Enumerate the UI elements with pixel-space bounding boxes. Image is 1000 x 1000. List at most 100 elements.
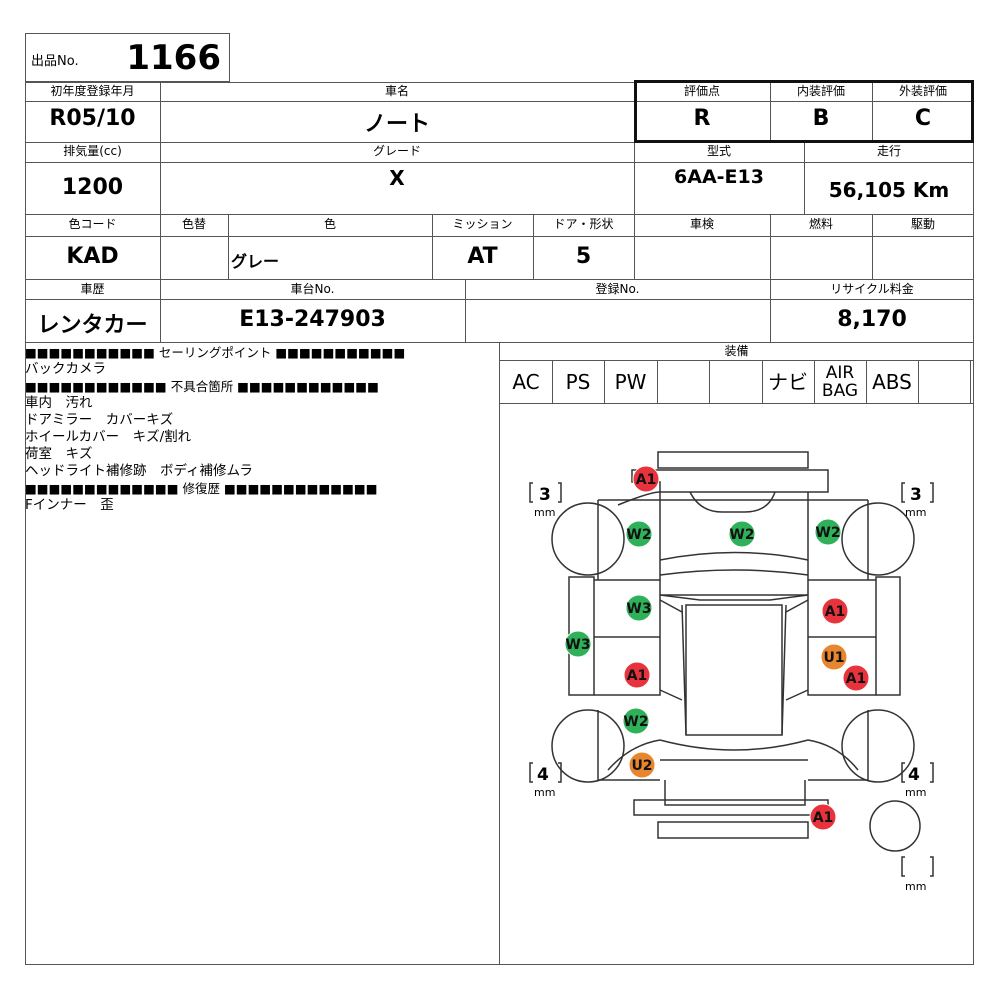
model-code-value: 6AA-E13 [674, 166, 764, 188]
damage-mark-u2: U2 [628, 751, 656, 779]
damage-mark-a1: A1 [809, 803, 837, 831]
header-exterior: 外装評価 [898, 84, 947, 98]
lot-box: 出品No. 1166 [25, 33, 230, 82]
damage-mark-a1: A1 [842, 664, 870, 692]
tire-tread-rear-left-value: 4 [537, 765, 549, 785]
header-color: 色 [323, 217, 336, 231]
header-model-code: 型式 [706, 144, 731, 158]
selling-points-header: ■■■■■■■■■■■ セーリングポイント ■■■■■■■■■■■ [25, 345, 406, 360]
tire-unit-front-left: mm [534, 506, 555, 519]
tire-unit-rear-left: mm [534, 786, 555, 799]
damage-mark-w2: W2 [625, 520, 653, 548]
damage-mark-w2: W2 [622, 707, 650, 735]
header-color-code: 色コード [68, 217, 117, 231]
exterior-value: C [914, 106, 932, 131]
tire-tread-rear-right [901, 762, 934, 783]
equipment-ac: AC [512, 370, 540, 394]
color-code-value: KAD [66, 244, 119, 269]
lot-number: 1166 [126, 38, 221, 78]
grade-value: X [389, 166, 405, 190]
header-displacement: 排気量(cc) [63, 144, 122, 158]
first-reg-value: R05/10 [49, 106, 136, 131]
recycle-fee-value: 8,170 [837, 307, 907, 332]
header-history: 車歴 [80, 282, 105, 296]
svg-text:U1: U1 [823, 650, 844, 666]
defect-item: ヘッドライト補修跡 ボディ補修ムラ [25, 463, 253, 479]
damage-mark-w3: W3 [625, 594, 653, 622]
tire-tread-front-left [529, 482, 562, 503]
equipment-navi: ナビ [768, 370, 808, 394]
header-fuel: 燃料 [808, 217, 833, 231]
header-mileage: 走行 [876, 144, 901, 158]
evaluation-box [634, 80, 974, 143]
header-grade: グレード [372, 144, 421, 158]
equipment-pw: PW [614, 370, 647, 394]
mileage-value: 56,105 Km [828, 178, 950, 202]
tire-tread-front-left-value: 3 [539, 485, 551, 505]
defect-item: ホイールカバー キズ/割れ [25, 429, 192, 445]
tire-tread-front-right [901, 482, 934, 503]
car-name-value: ノート [363, 112, 430, 137]
header-drive: 駆動 [910, 217, 935, 231]
damage-mark-w3: W3 [564, 630, 592, 658]
tire-tread-rear-right-value: 4 [908, 765, 920, 785]
svg-text:A1: A1 [825, 604, 846, 620]
svg-text:W3: W3 [565, 637, 590, 653]
defect-item: ドアミラー カバーキズ [25, 412, 174, 428]
header-first-reg: 初年度登録年月 [50, 84, 135, 98]
equipment-ps: PS [565, 370, 591, 394]
lot-label: 出品No. [31, 54, 79, 69]
header-repaint: 色替 [181, 217, 206, 231]
svg-text:W2: W2 [815, 525, 840, 541]
color-value: グレー [231, 252, 280, 271]
tire-unit-rear-right: mm [905, 786, 926, 799]
transmission-value: AT [467, 244, 498, 269]
equipment-empty-2 [709, 362, 762, 402]
header-equipment: 装備 [724, 344, 749, 358]
header-chassis-no: 車台No. [290, 282, 335, 296]
damage-mark-a1: A1 [623, 661, 651, 689]
equipment-empty-3 [918, 362, 970, 402]
header-doors: ドア・形状 [553, 217, 614, 231]
car-outline [551, 451, 921, 852]
svg-text:A1: A1 [813, 810, 834, 826]
damage-mark-u1: U1 [820, 643, 848, 671]
damage-mark-a1: A1 [821, 597, 849, 625]
svg-text:W2: W2 [626, 527, 651, 543]
header-inspection: 車検 [689, 217, 714, 231]
header-transmission: ミッション [452, 217, 513, 231]
chassis-no-value: E13-247903 [239, 307, 386, 332]
interior-value: B [812, 106, 830, 131]
defect-item: 車内 汚れ [25, 395, 93, 411]
damage-mark-a1: A1 [632, 465, 660, 493]
tire-tread-spare [901, 856, 934, 877]
header-reg-no: 登録No. [595, 282, 640, 296]
svg-text:W3: W3 [626, 601, 651, 617]
repair-history-header: ■■■■■■■■■■■■■ 修復歴 ■■■■■■■■■■■■■ [25, 481, 378, 496]
svg-text:W2: W2 [623, 714, 648, 730]
tire-tread-rear-left [529, 762, 562, 783]
tire-unit-front-right: mm [905, 506, 926, 519]
header-interior: 内装評価 [796, 84, 845, 98]
svg-text:W2: W2 [729, 527, 754, 543]
tire-unit-spare: mm [905, 880, 926, 893]
repair-item: Fインナー 歪 [25, 497, 114, 513]
equipment-abs: ABS [872, 370, 912, 394]
svg-text:A1: A1 [846, 671, 867, 687]
doors-value: 5 [575, 244, 592, 269]
svg-text:A1: A1 [636, 472, 657, 488]
header-car-name: 車名 [384, 84, 409, 98]
history-value: レンタカー [37, 313, 148, 338]
svg-text:A1: A1 [627, 668, 648, 684]
defect-item: 荷室 キズ [25, 446, 93, 462]
displacement-value: 1200 [61, 175, 124, 200]
selling-point-item: バックカメラ [25, 361, 106, 377]
equipment-empty-1 [657, 362, 709, 402]
damage-mark-w2: W2 [814, 518, 842, 546]
header-recycle-fee: リサイクル料金 [830, 282, 914, 296]
damage-mark-w2: W2 [728, 520, 756, 548]
score-value: R [693, 106, 711, 131]
defects-header: ■■■■■■■■■■■■ 不具合箇所 ■■■■■■■■■■■■ [25, 379, 379, 394]
